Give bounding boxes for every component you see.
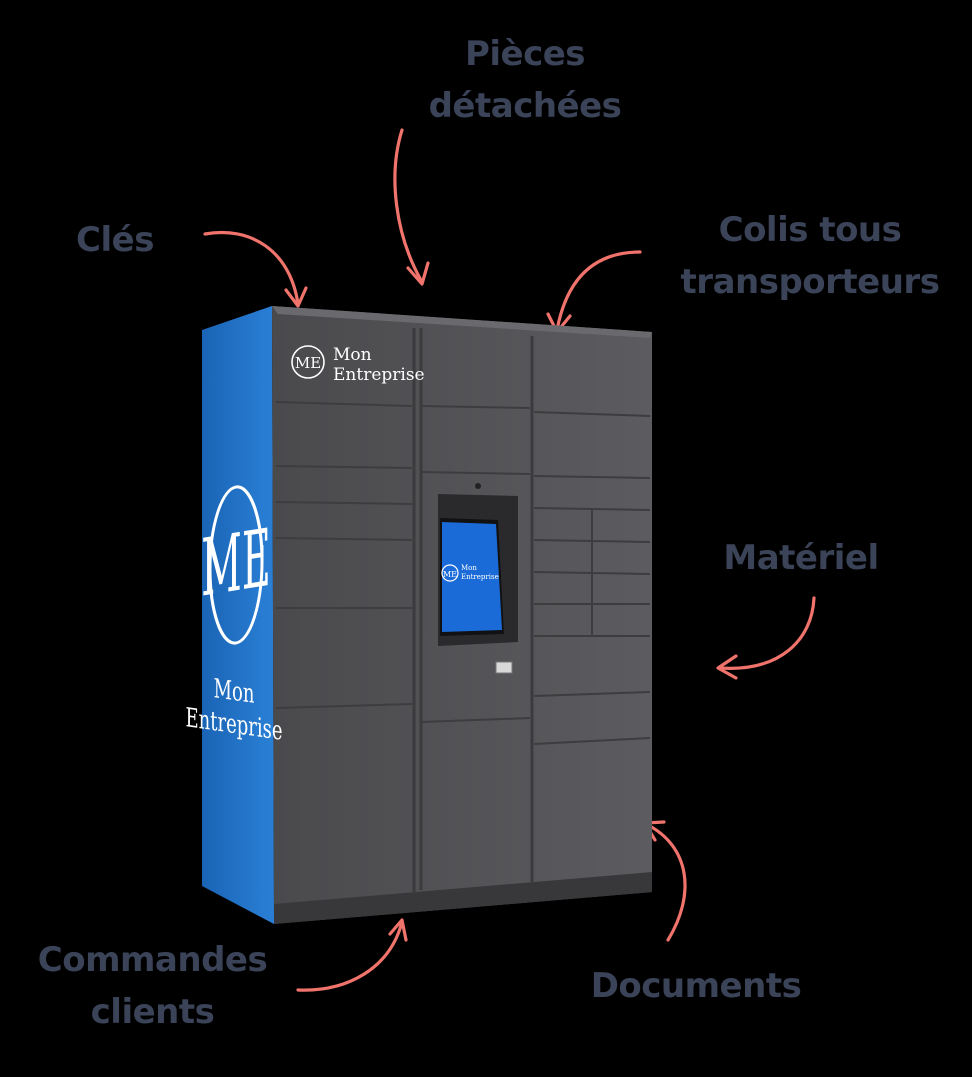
- label-materiel-text: Matériel: [723, 538, 879, 578]
- label-documents-text: Documents: [590, 966, 802, 1006]
- front-logo-line2: Entreprise: [333, 365, 425, 385]
- label-colis-line2: transporteurs: [680, 262, 940, 302]
- screen-logo-icon: [441, 564, 459, 582]
- label-cles-text: Clés: [76, 220, 154, 260]
- arrow-cles: [203, 230, 300, 306]
- label-cles: Clés: [60, 214, 170, 266]
- label-commandes-line1: Commandes: [37, 940, 268, 980]
- arrow-materiel: [718, 596, 816, 670]
- locker-top: [272, 306, 652, 338]
- locker-side-panel: [202, 306, 274, 924]
- label-pieces-line1: Pièces: [464, 34, 586, 74]
- kiosk-screen: [442, 522, 502, 632]
- label-colis-line1: Colis tous: [718, 210, 902, 250]
- label-commandes-clients: Commandes clients: [20, 934, 285, 1038]
- arrow-pieces-head: [406, 261, 430, 286]
- label-materiel: Matériel: [706, 532, 896, 584]
- camera-icon: [475, 483, 481, 489]
- arrow-documents: [644, 822, 687, 942]
- arrow-cles-head: [284, 286, 308, 308]
- arrow-pieces: [393, 128, 424, 284]
- label-pieces-line2: détachées: [428, 86, 622, 126]
- side-logo-line1: Mon: [214, 674, 255, 710]
- screen-logo-monogram: ME: [443, 570, 457, 579]
- screen-logo-line1: Mon: [461, 564, 477, 572]
- label-commandes-line2: clients: [90, 992, 215, 1032]
- locker-base: [274, 872, 652, 924]
- label-colis: Colis tous transporteurs: [660, 204, 960, 308]
- screen-logo-line2: Entreprise: [461, 573, 499, 581]
- label-pieces-detachees: Pièces détachées: [400, 28, 650, 132]
- front-logo-monogram: ME: [295, 354, 321, 372]
- arrow-commandes-head: [388, 918, 408, 942]
- label-documents: Documents: [576, 960, 816, 1012]
- side-logo-icon: [208, 485, 264, 645]
- arrow-commandes: [296, 920, 404, 992]
- front-logo-line1: Mon: [333, 345, 372, 365]
- arrow-materiel-head: [716, 654, 738, 680]
- card-reader: [495, 661, 513, 674]
- arrow-colis: [555, 250, 642, 332]
- side-logo-monogram: ME: [201, 512, 270, 615]
- front-logo-icon: [291, 345, 325, 379]
